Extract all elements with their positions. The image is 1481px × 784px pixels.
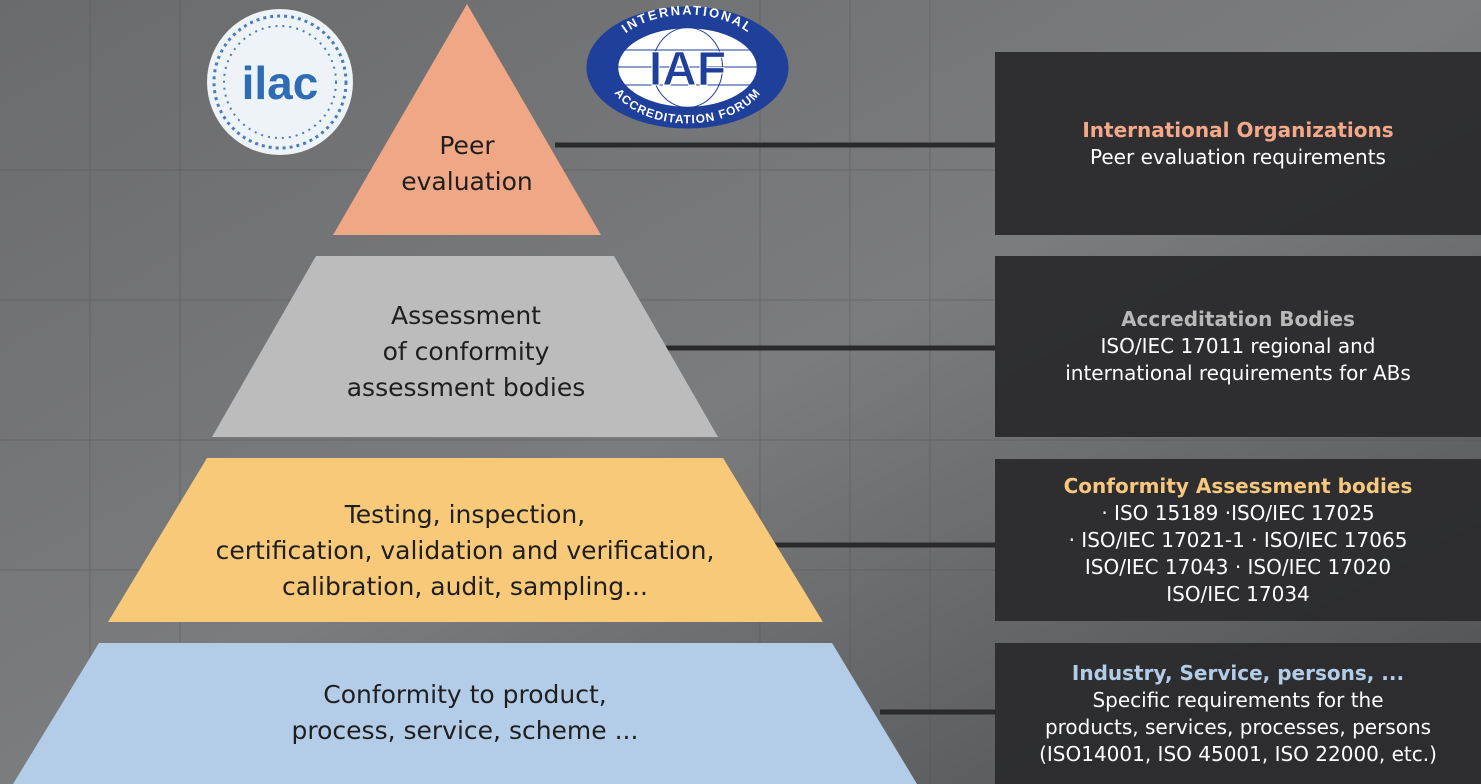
panel-title: Accreditation Bodies [1121, 307, 1355, 331]
pyramid-tier-assessment [212, 256, 718, 437]
ilac-logo: ilac [205, 7, 355, 157]
iaf-logo-graphic: INTERNATIONAL ACCREDITATION FORUM IAF [586, 3, 789, 129]
iaf-logo: INTERNATIONAL ACCREDITATION FORUM IAF [585, 3, 790, 130]
panel-title: Conformity Assessment bodies [1063, 473, 1413, 498]
panel-international-organizations: International Organizations Peer evaluat… [995, 52, 1481, 235]
panel-accreditation-bodies: Accreditation Bodies ISO/IEC 17011 regio… [995, 256, 1481, 437]
tier-label-conformity: Conformity to product, process, service,… [291, 680, 639, 745]
svg-text:ilac: ilac [242, 57, 319, 109]
pyramid-tier-conformity [13, 643, 917, 784]
tier-label-testing: Testing, inspection, certification, vali… [215, 500, 715, 601]
panel-body: Peer evaluation requirements [1090, 144, 1386, 169]
panel-body: ISO/IEC 17011 regional and international… [1065, 334, 1411, 385]
panel-title: International Organizations [1082, 117, 1394, 142]
panel-title: Industry, Service, persons, ... [1071, 660, 1405, 685]
ilac-logo-graphic: ilac [207, 9, 353, 155]
iaf-main-text: IAF [649, 43, 726, 96]
panel-industry-service-persons: Industry, Service, persons, ... Specific… [995, 643, 1481, 784]
pyramid-tier-peer-evaluation [333, 4, 601, 235]
panel-conformity-assessment-bodies: Conformity Assessment bodies · ISO 15189… [995, 459, 1481, 621]
pyramid-tier-testing [108, 458, 823, 622]
tier-label-assessment: Assessment of conformity assessment bodi… [346, 301, 586, 402]
panel-body: Specific requirements for the products, … [1039, 687, 1437, 766]
tier-label-peer-evaluation: Peer evaluation [401, 131, 533, 196]
panel-body: · ISO 15189 ·ISO/IEC 17025 · ISO/IEC 170… [1068, 500, 1408, 606]
